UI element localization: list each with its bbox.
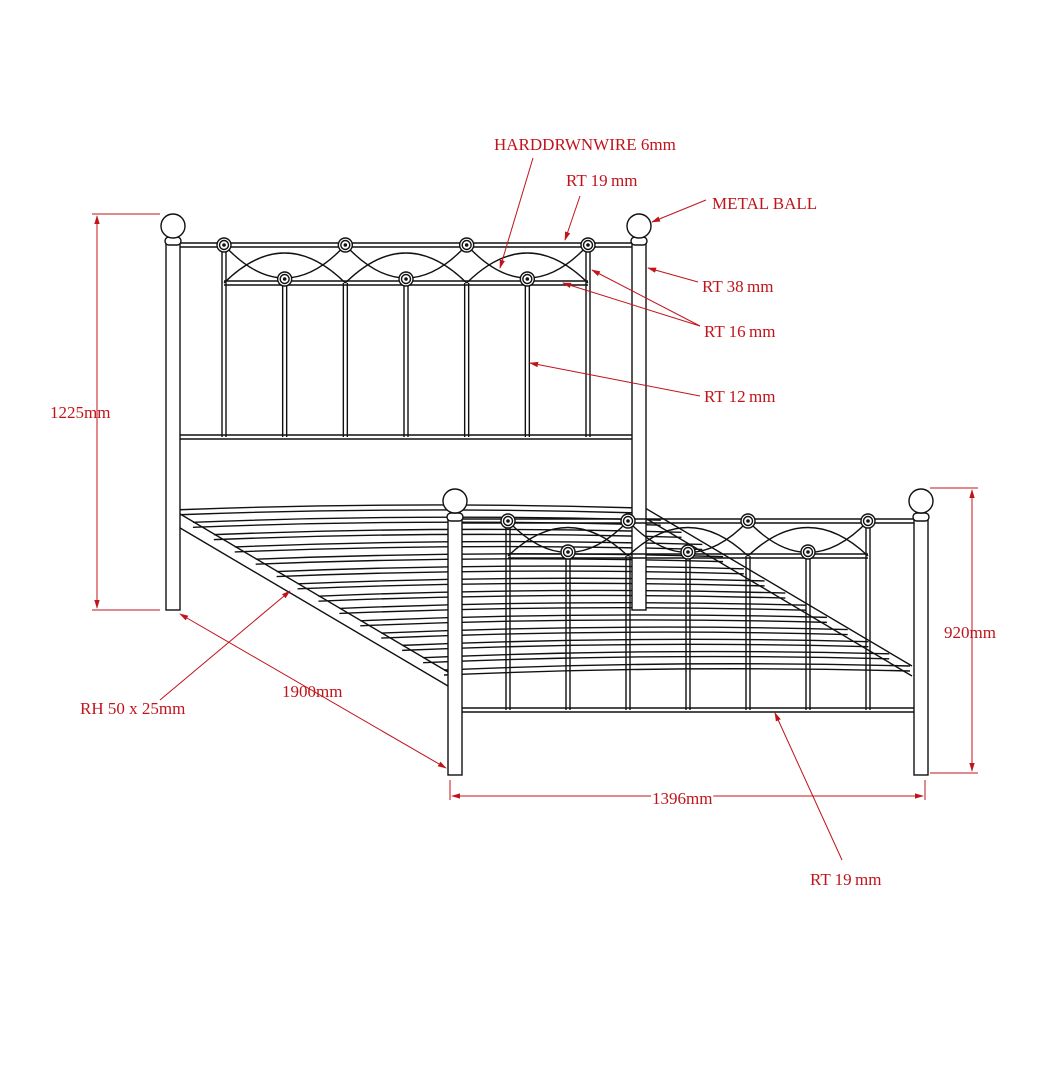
slat-edge bbox=[339, 606, 807, 615]
upright bbox=[505, 521, 511, 710]
upright bbox=[865, 521, 871, 710]
rosette-ring bbox=[400, 273, 412, 285]
label-length: 1900mm bbox=[282, 682, 342, 701]
vertical-bar bbox=[685, 556, 691, 710]
rosette-center bbox=[626, 519, 630, 523]
rosette-center bbox=[686, 550, 690, 554]
rosette-ring bbox=[742, 515, 754, 527]
label-top-rail: RT 19 mm bbox=[566, 171, 638, 190]
rosette-center bbox=[404, 277, 408, 281]
rosette-center bbox=[282, 277, 287, 281]
rosette-center bbox=[222, 243, 226, 247]
rosette-center bbox=[343, 243, 348, 247]
metal-ball bbox=[626, 213, 652, 239]
wire-arc-upper bbox=[627, 526, 749, 557]
wire-arc-upper bbox=[466, 252, 589, 284]
rosette-center bbox=[806, 550, 810, 554]
rosette-ring bbox=[340, 239, 351, 251]
slat-edge bbox=[255, 558, 724, 565]
rosette-ring bbox=[862, 515, 874, 527]
metal-ball bbox=[908, 488, 934, 514]
vertical-bar bbox=[403, 283, 409, 437]
dimension-lines bbox=[92, 213, 978, 800]
wire-arc-upper bbox=[747, 526, 869, 557]
upright bbox=[585, 245, 591, 437]
bottom-rail bbox=[180, 434, 632, 440]
label-width: 1396mm bbox=[652, 789, 712, 808]
slat bbox=[318, 589, 786, 597]
metal-ball bbox=[160, 213, 186, 239]
slat-edge bbox=[402, 643, 869, 652]
mattress-slats bbox=[171, 504, 911, 676]
slat bbox=[402, 638, 869, 647]
vertical-bar bbox=[281, 283, 288, 437]
slat bbox=[423, 650, 890, 659]
rosette-ring bbox=[582, 239, 594, 251]
slat-edge bbox=[297, 582, 765, 590]
wire-arc-upper bbox=[507, 526, 629, 557]
slat-edge bbox=[360, 619, 827, 627]
metal-ball bbox=[442, 488, 468, 514]
rosette-ring bbox=[279, 273, 290, 285]
rosette-ring bbox=[502, 515, 514, 527]
slat-edge bbox=[443, 668, 911, 676]
label-headboard-height: 1225mm bbox=[50, 403, 110, 422]
slat bbox=[297, 577, 765, 585]
label-post: RT 38 mm bbox=[702, 277, 774, 296]
rosette-ring bbox=[802, 546, 814, 558]
top-rail bbox=[462, 518, 914, 524]
rosette-center bbox=[586, 243, 590, 247]
upright bbox=[221, 245, 227, 437]
rosette-ring bbox=[461, 239, 472, 251]
wire-arc-upper bbox=[223, 252, 346, 284]
vertical-bar bbox=[625, 556, 631, 710]
label-hard-drawn-wire: HARDDRWNWIRE 6mm bbox=[494, 135, 676, 154]
label-rails-16: RT 16 mm bbox=[704, 322, 776, 341]
rosette-center bbox=[866, 519, 870, 523]
rosette-center bbox=[746, 519, 750, 523]
slat-edge bbox=[171, 509, 641, 516]
vertical-bar bbox=[463, 283, 470, 437]
rosette-ring bbox=[522, 273, 533, 285]
footboard bbox=[442, 488, 934, 776]
label-side-rail: RH 50 x 25mm bbox=[80, 699, 185, 718]
rosette-center bbox=[464, 243, 469, 247]
label-bars-12: RT 12 mm bbox=[704, 387, 776, 406]
bottom-rail bbox=[462, 707, 914, 713]
rosette-center bbox=[566, 550, 570, 554]
vertical-bar bbox=[342, 283, 349, 437]
leader-lines bbox=[159, 157, 843, 861]
vertical-bar bbox=[805, 556, 811, 710]
vertical-bar bbox=[565, 556, 571, 710]
rosette-ring bbox=[562, 546, 574, 558]
left-post bbox=[447, 518, 463, 776]
right-post bbox=[631, 242, 647, 611]
slat bbox=[443, 663, 911, 671]
vertical-bar bbox=[745, 556, 751, 710]
slat-edge bbox=[318, 594, 786, 602]
left-post bbox=[165, 242, 181, 611]
label-footboard-height: 920mm bbox=[944, 623, 996, 642]
slat-edge bbox=[423, 655, 890, 664]
post-collar bbox=[446, 512, 464, 522]
rosette-ring bbox=[682, 546, 694, 558]
label-metal-ball: METAL BALL bbox=[712, 194, 817, 213]
rosette-ring bbox=[622, 515, 634, 527]
label-foot-rail: RT 19 mm bbox=[810, 870, 882, 889]
rosette-center bbox=[506, 519, 510, 523]
top-rail bbox=[180, 242, 632, 248]
rosette-ring bbox=[218, 239, 230, 251]
wire-arc-upper bbox=[344, 252, 468, 284]
post-collar bbox=[912, 512, 930, 522]
slat bbox=[255, 553, 724, 560]
rosette-center bbox=[525, 277, 530, 281]
headboard bbox=[160, 213, 652, 611]
slat bbox=[339, 601, 807, 610]
vertical-bar bbox=[524, 283, 531, 437]
right-post bbox=[913, 518, 929, 776]
slat bbox=[171, 504, 641, 511]
